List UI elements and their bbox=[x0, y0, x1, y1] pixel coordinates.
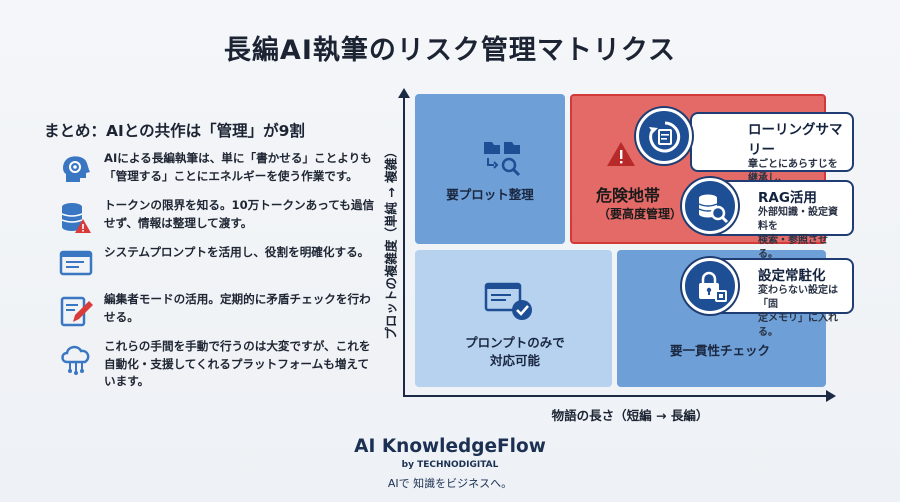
summary-point-text: AIによる長編執筆は、単に「書かせる」ことよりも「管理する」ことにエネルギーを使… bbox=[104, 151, 372, 183]
y-axis-arrow-icon bbox=[398, 88, 410, 98]
brand-by: by TECHNODIGITAL bbox=[401, 460, 499, 470]
quadrant-label-bottom-left: プロンプトのみで 対応可能 bbox=[465, 335, 565, 368]
summary-point: 編集者モードの活用。定期的に矛盾チェックを行わせる。 bbox=[58, 291, 378, 329]
x-axis-line bbox=[403, 395, 827, 397]
callout-badge bbox=[682, 258, 738, 314]
summary-point-text: トークンの限界を知る。10万トークンあっても過信せず、情報は整理して渡す。 bbox=[104, 198, 375, 230]
summary-point: トークンの限界を知る。10万トークンあっても過信せず、情報は整理して渡す。 bbox=[58, 197, 378, 235]
y-axis-label: プロットの複雑度（単純 → 複雑） bbox=[383, 145, 399, 340]
database-warning-icon bbox=[61, 203, 91, 233]
callout-rolling-summary: ローリングサマリー 章ごとにあらすじを継承し、 バトンをつなぐ。 bbox=[690, 112, 854, 198]
summary-point: これらの手間を手動で行うのは大変ですが、これを自動化・支援してくれるプラットフォ… bbox=[58, 338, 378, 391]
summary-point: システムプロンプトを活用し、役割を明確化する。 bbox=[58, 244, 378, 282]
danger-zone-subtitle: （要高度管理） bbox=[598, 207, 683, 221]
warning-icon bbox=[607, 142, 635, 166]
lock-chip-icon bbox=[699, 271, 727, 302]
summary-point-text: 編集者モードの活用。定期的に矛盾チェックを行わせる。 bbox=[104, 292, 371, 324]
summary-heading: まとめ：AIとの共作は「管理」が9割 bbox=[44, 122, 305, 140]
summary-point-text: システムプロンプトを活用し、役割を明確化する。 bbox=[104, 245, 370, 259]
ai-head-icon bbox=[63, 156, 90, 182]
y-axis-line bbox=[403, 96, 405, 396]
prompt-check-icon bbox=[484, 282, 532, 320]
callout-desc: 変わらない設定は「固 定メモリ」に入れる。 bbox=[758, 285, 838, 338]
callout-badge bbox=[682, 178, 738, 234]
danger-zone-title: 危険地帯 bbox=[596, 186, 661, 205]
summary-point-text: これらの手間を手動で行うのは大変ですが、これを自動化・支援してくれるプラットフォ… bbox=[104, 339, 371, 388]
prompt-window-icon bbox=[59, 250, 93, 276]
summary-point: AIによる長編執筆は、単に「書かせる」ことよりも「管理する」ことにエネルギーを使… bbox=[58, 150, 378, 188]
summary-points: AIによる長編執筆は、単に「書かせる」ことよりも「管理する」ことにエネルギーを使… bbox=[58, 150, 378, 400]
callout-desc: 外部知識・設定資料を 検索・参照させる。 bbox=[758, 207, 838, 260]
x-axis-label: 物語の長さ（短編 → 長編） bbox=[551, 408, 709, 423]
quadrant-top-left bbox=[415, 94, 565, 244]
quadrant-label-top-left: 要プロット整理 bbox=[446, 187, 534, 202]
quadrant-bottom-left bbox=[415, 250, 612, 387]
folder-search-icon bbox=[484, 142, 521, 177]
callout-badge bbox=[636, 108, 692, 164]
rag-search-icon bbox=[698, 194, 729, 224]
rolling-summary-icon bbox=[649, 121, 681, 153]
quadrant-label-bottom-right: 要一貫性チェック bbox=[669, 343, 770, 358]
cloud-network-icon bbox=[61, 345, 90, 375]
brand-name: AI KnowledgeFlow bbox=[354, 436, 546, 457]
callout-title: RAG活用 bbox=[758, 190, 817, 206]
brand-tagline: AIで 知識をビジネスへ。 bbox=[387, 477, 513, 490]
pencil-edit-icon bbox=[60, 296, 93, 327]
x-axis-arrow-icon bbox=[826, 390, 836, 402]
callout-title: 設定常駐化 bbox=[758, 268, 826, 284]
page-title: 長編AI執筆のリスク管理マトリクス bbox=[223, 35, 677, 66]
callout-title: ローリングサマリー bbox=[748, 122, 843, 158]
